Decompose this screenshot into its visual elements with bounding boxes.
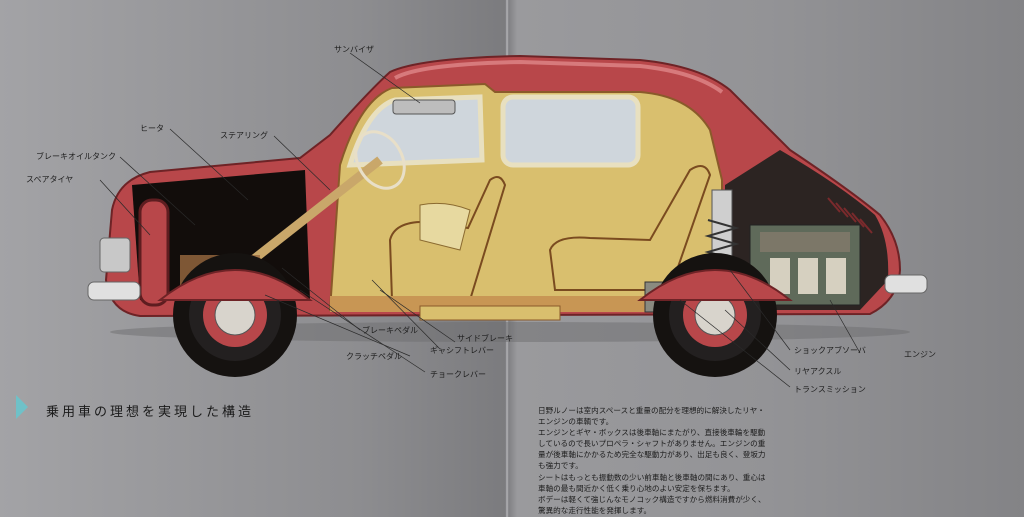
headline: 乗用車の理想を実現した構造: [46, 405, 255, 420]
description-line: しているので長いプロペラ・シャフトがありません。エンジンの重: [538, 439, 766, 449]
description-line: エンジンとギヤ・ボックスは後車軸にまたがり、直接後車輪を駆動: [538, 428, 766, 438]
label-choke-lever: チョークレバー: [430, 370, 486, 379]
description-line: 量が後車軸にかかるため完全な駆動力があり、出足も良く、登坂力: [538, 450, 766, 460]
description-line: 車軸の最も間近かく低く乗り心地のよい安定を保ちます。: [538, 483, 735, 493]
label-clutch-pedal: クラッチペダル: [346, 352, 402, 361]
label-engine: エンジン: [904, 350, 936, 359]
description-line: 日野ルノーは室内スペースと重量の配分を理想的に解決したリヤ・: [538, 406, 765, 415]
label-side-brake: サイドブレーキ: [457, 334, 513, 343]
label-shock-absorber: ショックアブソーバ: [794, 346, 866, 355]
label-transmission: トランスミッション: [794, 385, 866, 394]
label-brake-pedal: ブレーキペダル: [362, 326, 418, 335]
triangle-arrow-icon: [16, 395, 28, 419]
label-rear-axle: リヤアクスル: [794, 367, 842, 376]
label-brake-oil-tank: ブレーキオイルタンク: [36, 152, 116, 161]
description-text: 日野ルノーは室内スペースと重量の配分を理想的に解決したリヤ・ エンジンの車輌です…: [538, 405, 838, 516]
description-line: エンジンの車輌です。: [538, 417, 614, 427]
description-line: 驚異的な走行性能を発揮します。: [538, 505, 652, 515]
rear-seat: [548, 165, 712, 291]
label-spare-tire: スペアタイヤ: [26, 175, 74, 184]
label-sun-visor: サンバイザ: [334, 45, 374, 54]
leader-lines: [99, 52, 861, 388]
rear-bumper: [884, 274, 928, 294]
front-bumper: [87, 281, 141, 301]
label-steering: ステアリング: [220, 131, 268, 140]
description-line: も強力です。: [538, 461, 583, 471]
description-line: ボデーは軽くて強じんなモノコック構造ですから燃料消費が少く、: [538, 494, 766, 504]
label-heater: ヒータ: [140, 124, 164, 133]
rear-window: [500, 94, 641, 168]
label-gear-shift-lever: ギャシフトレバー: [430, 346, 494, 355]
description-line: シートはもっとも振動数の少い前車軸と後車軸の間にあり、重心は: [538, 472, 766, 482]
